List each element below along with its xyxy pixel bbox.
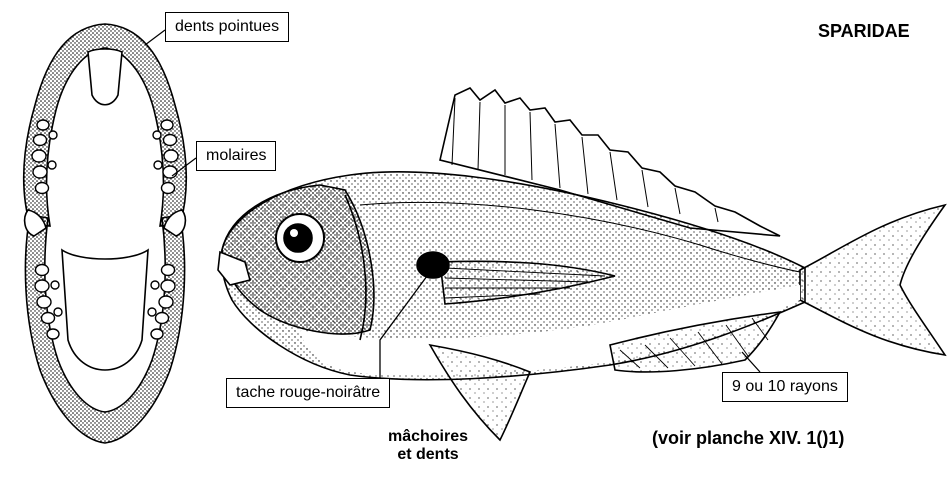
label-molars: molaires [196,141,276,171]
fish-pupil [284,224,312,252]
jaw-caption-line2: et dents [353,446,503,464]
label-spot: tache rouge-noirâtre [226,378,390,408]
pointer-rayons [742,352,760,372]
caudal-fin [800,205,945,355]
pointer-dents [145,30,165,45]
label-sharp-teeth: dents pointues [165,12,289,42]
plate-reference: (voir planche XIV. 1()1) [652,428,844,449]
family-title: SPARIDAE [818,21,910,42]
upper-palate [88,49,122,105]
jaw-caption-line1: mâchoires [353,428,503,446]
jaws-drawing [24,24,196,443]
fish-eye-glint [290,229,298,237]
jaw-caption: mâchoires et dents [353,428,503,464]
lower-palate [62,250,148,370]
label-rays: 9 ou 10 rayons [722,372,848,402]
